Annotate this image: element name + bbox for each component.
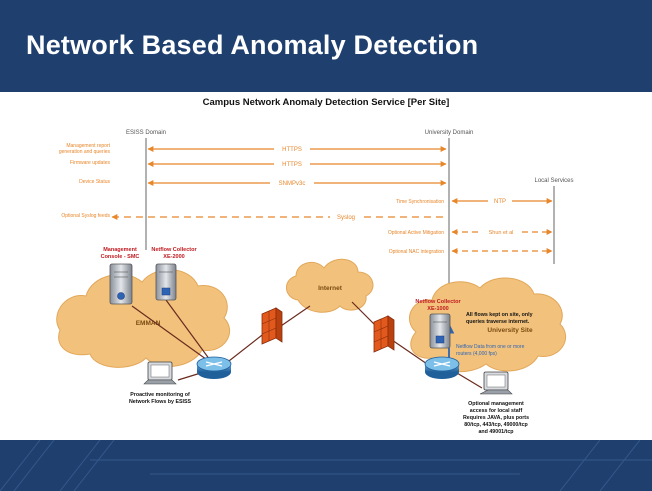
- mgmt-console-label-1: Management: [103, 247, 137, 253]
- note-optional-mgmt-3: Requires JAVA, plus ports: [463, 415, 529, 421]
- slide-footer: [0, 440, 652, 491]
- footer-decoration: [0, 440, 652, 491]
- local-label-nac: Optional NAC integration: [389, 249, 445, 255]
- firewall-right-icon: [373, 315, 395, 353]
- management-laptop-icon: [479, 371, 513, 395]
- cloud-emman-label: EMMAN: [136, 320, 161, 327]
- netflow-left-label-1: Netflow Collector: [151, 247, 197, 253]
- domain-local: Local Services: [534, 178, 573, 184]
- monitoring-workstation-icon: [143, 361, 177, 385]
- netflow-left-server-icon: [155, 263, 177, 301]
- netflow-right-server-icon: [429, 313, 451, 349]
- flow-tag-bg: [330, 212, 362, 221]
- slide-title: Network Based Anomaly Detection: [26, 30, 479, 60]
- note-optional-mgmt-5: and 49001/tcp: [478, 429, 514, 435]
- diagram-title: Campus Network Anomaly Detection Service…: [203, 97, 450, 108]
- flow-protocol-https-2: HTTPS: [282, 162, 302, 168]
- link-collector-router: [165, 299, 211, 361]
- flow-label-mgmt-2: generation and queries: [59, 149, 111, 155]
- local-label-ntp: Time Synchronisation: [396, 199, 444, 205]
- note-monitoring-2: Network Flows by ESISS: [129, 399, 192, 405]
- note-flows-kept-1: All flows kept on site, only: [466, 312, 533, 318]
- local-protocol-mitigation: Shun et al: [489, 230, 514, 236]
- flow-protocol-snmp: SNMPv3c: [279, 181, 306, 187]
- flow-tag-bg: [482, 227, 520, 236]
- flow-label-mgmt-1: Management report: [66, 143, 110, 149]
- flow-protocol-https-1: HTTPS: [282, 147, 302, 153]
- flow-label-status: Device Status: [79, 179, 110, 185]
- note-netflow-data-1: Netflow Data from one or more: [456, 344, 525, 350]
- diagram-panel: Campus Network Anomaly Detection Service…: [48, 92, 604, 440]
- note-optional-mgmt-2: access for local staff: [470, 408, 523, 414]
- cloud-internet: Internet: [286, 258, 374, 313]
- router-right-icon: [424, 356, 460, 379]
- domain-university: University Domain: [425, 130, 474, 136]
- link-firewall-router: [391, 339, 431, 367]
- note-optional-mgmt-4: 80/tcp, 443/tcp, 49000/tcp: [464, 422, 528, 428]
- network-diagram: Campus Network Anomaly Detection Service…: [56, 97, 574, 435]
- slide-header: Network Based Anomaly Detection: [0, 0, 652, 92]
- cloud-internet-label: Internet: [318, 285, 343, 292]
- local-protocol-ntp: NTP: [494, 199, 506, 205]
- flow-tag-bg: [488, 196, 512, 205]
- router-left-icon: [196, 356, 232, 379]
- note-flows-kept-2: queries traverse internet.: [466, 319, 530, 325]
- netflow-right-label-2: XE-1000: [427, 306, 448, 312]
- link-firewall-internet: [277, 305, 311, 329]
- note-optional-mgmt-1: Optional management: [468, 401, 524, 407]
- note-netflow-data-2: routers (4,000 fps): [456, 351, 497, 357]
- mgmt-console-label-2: Console - SMC: [101, 254, 140, 260]
- netflow-left-label-2: XE-2000: [163, 254, 184, 260]
- domain-esiss: ESISS Domain: [126, 130, 166, 136]
- flow-tag-bg: [274, 144, 310, 153]
- flow-tag-bg: [270, 178, 314, 187]
- note-monitoring-1: Proactive monitoring of: [130, 392, 190, 398]
- local-label-mitigation: Optional Active Mitigation: [388, 230, 444, 236]
- cloud-university-label: University Site: [487, 327, 533, 334]
- flow-protocol-syslog: Syslog: [337, 215, 355, 221]
- cloud-emman: EMMAN: [56, 269, 230, 368]
- flow-label-syslog: Optional Syslog feeds: [61, 213, 110, 219]
- mgmt-console-server-icon: [109, 263, 133, 305]
- firewall-left-icon: [261, 307, 283, 345]
- flow-label-firmware: Firmware updates: [70, 160, 111, 166]
- netflow-right-label-1: Netflow Collector: [415, 299, 461, 305]
- link-console-router: [131, 305, 211, 363]
- flow-tag-bg: [274, 159, 310, 168]
